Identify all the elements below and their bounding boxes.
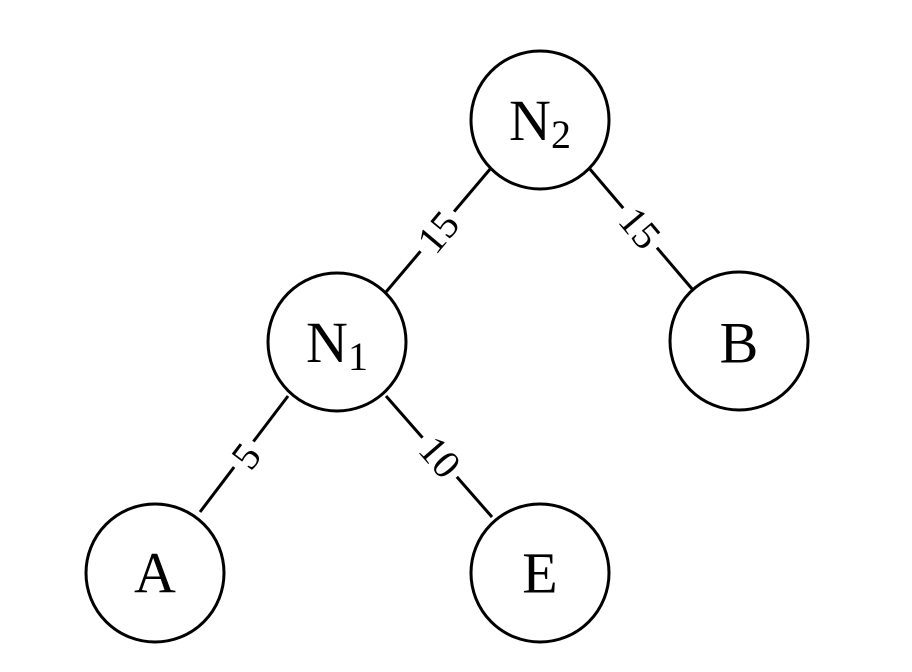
edge-label-n2-n1: 15 [404,197,472,267]
edge-weight-n2-b: 15 [610,198,670,258]
edge-weight-n1-e: 10 [410,427,470,487]
node-n1-label: N1 [306,310,368,379]
node-n1-circle [266,271,408,413]
node-n2-letter: N [509,88,551,153]
edge-label-n2-b: 15 [606,193,674,263]
node-a: A [84,502,226,644]
node-n2-subscript: 2 [551,112,571,157]
node-a-circle [84,502,226,644]
node-n1-letter: N [306,310,348,375]
node-b-circle [668,270,810,412]
edge-weight-n2-n1: 15 [408,202,468,262]
node-e-circle [469,502,611,644]
node-n2-label: N2 [509,88,571,157]
node-b: B [668,270,810,412]
node-n2-circle [469,49,611,191]
node-n1-subscript: 1 [348,334,368,379]
node-e-label: E [522,541,557,606]
node-a-label: A [134,541,176,606]
edge-label-n1-e: 10 [406,422,474,492]
node-n2: N2 [469,49,611,191]
node-b-label: B [720,311,759,376]
node-e: E [469,502,611,644]
node-n1: N1 [266,271,408,413]
